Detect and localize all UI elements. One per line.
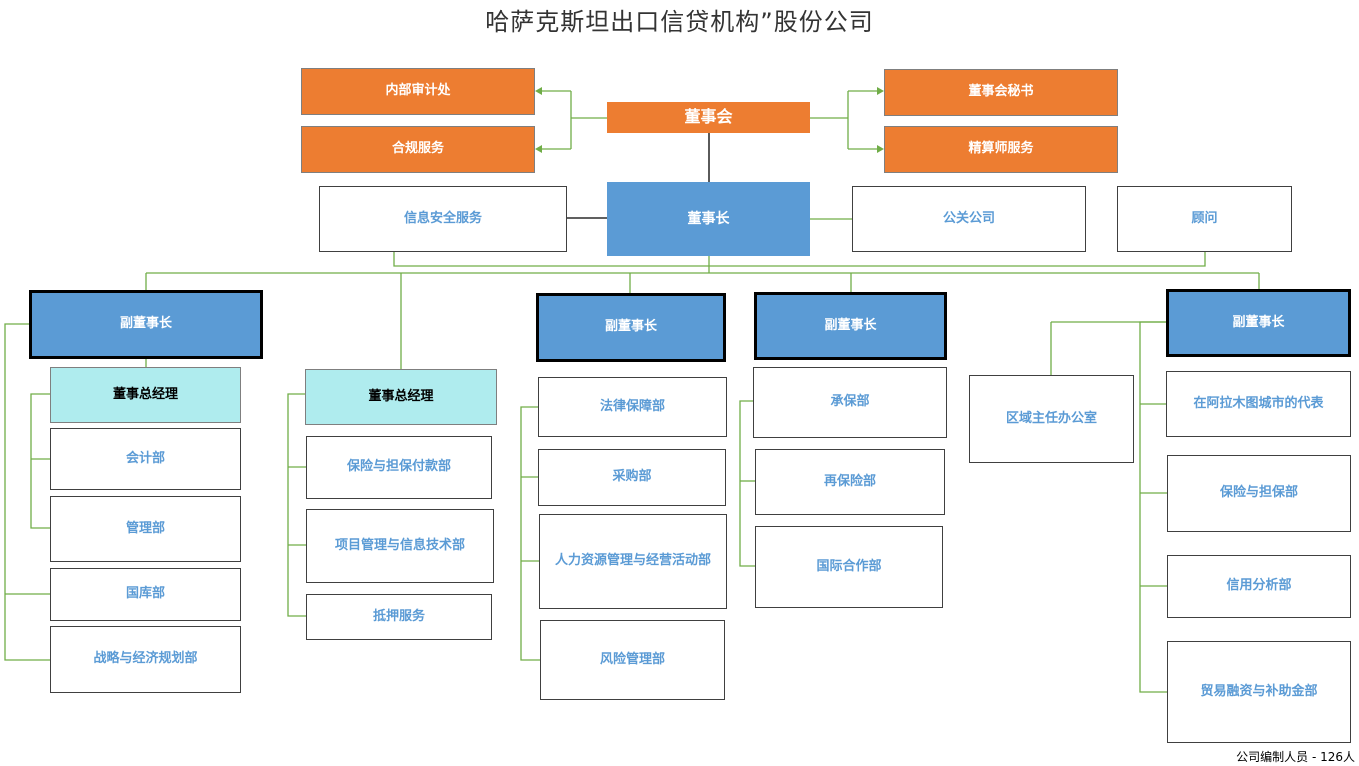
ceo-box-2: 董事总经理	[305, 369, 497, 425]
department-box: 会计部	[50, 428, 241, 490]
vice-chair-box-2: 副董事长	[536, 293, 726, 362]
board-secretary-box: 董事会秘书	[884, 69, 1118, 116]
department-box: 管理部	[50, 496, 241, 562]
chart-title: 哈萨克斯坦出口信贷机构”股份公司	[485, 8, 874, 36]
pr-company-box: 公关公司	[852, 186, 1086, 252]
department-box: 再保险部	[755, 449, 945, 515]
headcount-footer: 公司编制人员 - 126人	[1236, 750, 1355, 764]
actuary-box: 精算师服务	[884, 126, 1118, 173]
ceo-box-1: 董事总经理	[50, 367, 241, 423]
department-box: 国库部	[50, 568, 241, 621]
department-box: 采购部	[538, 449, 726, 506]
department-box: 战略与经济规划部	[50, 626, 241, 693]
department-box: 在阿拉木图城市的代表	[1166, 371, 1351, 437]
advisor-box: 顾问	[1117, 186, 1292, 252]
vice-chair-box-4: 副董事长	[1166, 289, 1351, 357]
department-box: 法律保障部	[538, 377, 727, 437]
department-box: 保险与担保部	[1167, 455, 1351, 532]
department-box: 保险与担保付款部	[306, 436, 492, 499]
internal-audit-box: 内部审计处	[301, 68, 535, 115]
info-security-box: 信息安全服务	[319, 186, 567, 252]
chairman-box: 董事长	[607, 182, 810, 256]
department-box: 项目管理与信息技术部	[306, 509, 494, 583]
board-box: 董事会	[607, 102, 810, 133]
vice-chair-box-1: 副董事长	[29, 290, 263, 359]
department-box: 信用分析部	[1167, 555, 1351, 618]
compliance-box: 合规服务	[301, 126, 535, 173]
department-box: 人力资源管理与经营活动部	[539, 514, 727, 609]
department-box: 贸易融资与补助金部	[1167, 641, 1351, 743]
department-box: 国际合作部	[755, 526, 943, 608]
vice-chair-box-3: 副董事长	[754, 292, 947, 360]
department-box: 风险管理部	[540, 620, 725, 700]
department-box: 抵押服务	[306, 594, 492, 640]
regional-office-box: 区域主任办公室	[969, 375, 1134, 463]
department-box: 承保部	[753, 367, 947, 438]
